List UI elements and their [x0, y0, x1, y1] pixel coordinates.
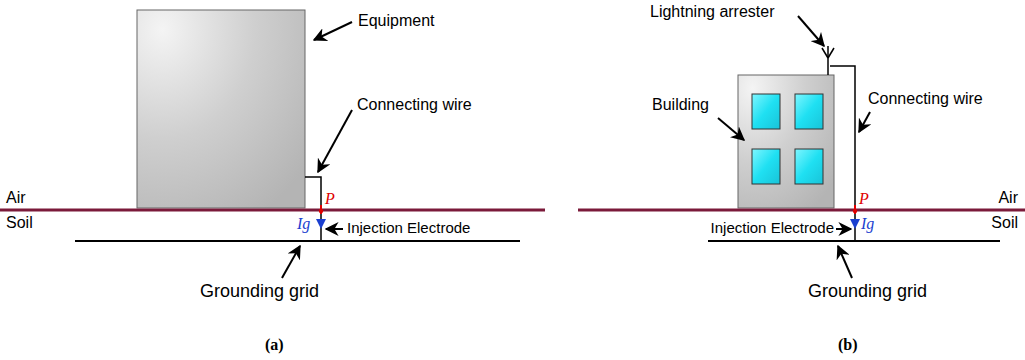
- window: [795, 94, 823, 129]
- building: [738, 75, 834, 208]
- leader-arrow: [859, 112, 870, 132]
- lightning-arrester: [822, 46, 834, 75]
- region-label: Air: [6, 189, 26, 207]
- grounding-grid: [75, 240, 520, 242]
- leader-arrow: [798, 16, 824, 46]
- grounding-grid: [708, 240, 1000, 242]
- injection-point: [319, 209, 323, 213]
- current-arrow: [316, 219, 326, 229]
- equipment-box: [137, 10, 305, 208]
- part-label: Grounding grid: [200, 281, 319, 302]
- window: [752, 149, 780, 184]
- part-label: Injection Electrode: [347, 219, 470, 236]
- current-label: Ig: [861, 215, 874, 233]
- part-label: Grounding grid: [808, 281, 927, 302]
- region-label: Soil: [991, 214, 1018, 232]
- window: [752, 94, 780, 129]
- current-label: Ig: [297, 215, 310, 233]
- injection-point: [853, 209, 857, 213]
- panel-label: (a): [265, 336, 284, 354]
- point-label: P: [325, 190, 335, 208]
- panel-label: (b): [838, 336, 858, 354]
- part-label: Injection Electrode: [711, 219, 834, 236]
- point-label: P: [859, 190, 869, 208]
- leader-arrow: [718, 118, 744, 140]
- current-arrow: [850, 219, 860, 229]
- region-label: Soil: [6, 214, 33, 232]
- leader-arrow: [314, 22, 352, 40]
- part-label: Connecting wire: [357, 96, 472, 114]
- leader-arrow: [838, 246, 852, 278]
- leader-arrow: [836, 228, 851, 230]
- region-label: Air: [998, 189, 1018, 207]
- leader-arrow: [326, 228, 343, 230]
- leader-arrow: [318, 110, 352, 172]
- connecting-wire: [830, 66, 855, 210]
- connecting-wire: [305, 177, 321, 210]
- ground-surface: [0, 209, 545, 212]
- ground-surface: [578, 209, 1025, 212]
- part-label: Lightning arrester: [650, 3, 775, 21]
- window: [795, 149, 823, 184]
- part-label: Building: [652, 96, 709, 114]
- part-label: Equipment: [358, 12, 435, 30]
- part-label: Connecting wire: [868, 90, 983, 108]
- leader-arrow: [282, 246, 300, 278]
